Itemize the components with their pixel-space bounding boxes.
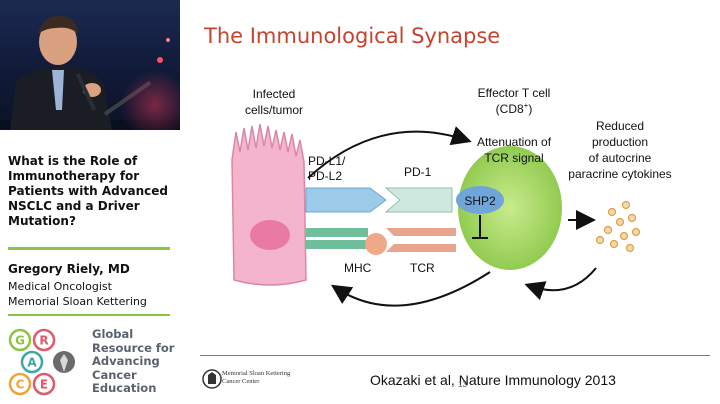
mhc-bar-1 <box>306 228 368 237</box>
lower-right-arrow <box>524 267 597 301</box>
citation: Okazaki et al, Nature Immunology 2013 <box>370 372 616 388</box>
grace-tagline-line: Advancing <box>92 354 160 368</box>
grace-letter-c: C <box>16 378 25 392</box>
label-shp2: SHP2 <box>464 194 496 208</box>
label-tcr-signal: TCR signal <box>484 151 543 165</box>
label-cd8: (CD8+) <box>496 101 533 116</box>
label-attenuation: Attenuation of <box>477 135 552 149</box>
antigen-peptide <box>365 233 387 255</box>
label-pdl1: PD-L1/ <box>308 154 346 168</box>
grace-tagline-line: Resource for <box>92 340 175 355</box>
msk-logo-line: Cancer Center <box>222 378 260 385</box>
grace-letter-e: E <box>40 378 48 392</box>
label-cd8-main: (CD8 <box>496 102 524 116</box>
label-cd8-sup: + <box>524 101 529 110</box>
grace-tagline-line: Cancer <box>92 367 137 382</box>
title-divider <box>8 247 170 250</box>
grace-tagline-line: Global <box>92 327 134 341</box>
label-cd8-close: ) <box>528 102 532 116</box>
label-effector: Effector T cell <box>478 86 551 100</box>
speaker-institution: Memorial Sloan Kettering <box>8 295 147 308</box>
speaker-name: Gregory Riely, MD <box>8 262 130 276</box>
mhc-bar-2 <box>306 240 368 249</box>
shp2-blob <box>456 186 504 214</box>
grace-logo: G R A C E <box>8 328 75 396</box>
talk-title: What is the Role of Immunotherapy for Pa… <box>8 154 168 228</box>
label-production: production <box>592 135 648 149</box>
pdl1-ligand <box>305 187 387 213</box>
presentation-slide: The Immunological Synapse SHP2 <box>180 0 720 404</box>
label-reduced: Reduced <box>596 119 644 133</box>
grace-letter-a: A <box>27 356 37 370</box>
bottom-curved-arrow <box>330 271 491 307</box>
label-mhc: MHC <box>344 261 372 275</box>
msk-logo-line: Memorial Sloan Kettering <box>222 370 291 377</box>
cytokine-dots <box>595 200 641 253</box>
label-tcr: TCR <box>410 261 435 275</box>
tcr-chain-1 <box>386 228 456 236</box>
msk-logo <box>202 369 222 389</box>
speaker-divider <box>8 314 170 316</box>
tcr-chain-2 <box>386 244 456 252</box>
immunological-synapse-diagram: SHP2 Infected cells/tumor Effector T cel <box>231 86 672 307</box>
grace-letter-r: R <box>39 334 48 348</box>
grace-letter-g: G <box>15 334 25 348</box>
left-panel: What is the Role of Immunotherapy for Pa… <box>0 0 181 404</box>
label-pd1: PD-1 <box>404 165 432 179</box>
speaker-role: Medical Oncologist <box>8 280 112 293</box>
grace-tagline: Global Resource for Advancing Cancer Edu… <box>92 327 175 396</box>
label-cells-tumor: cells/tumor <box>245 103 303 117</box>
label-paracrine: paracrine cytokines <box>568 167 671 181</box>
slide-footer-rule <box>200 355 710 356</box>
slide-title: The Immunological Synapse <box>204 24 501 48</box>
tumor-cell <box>231 123 307 286</box>
speaker-video-frame <box>0 15 180 130</box>
label-infected: Infected <box>253 87 296 101</box>
msk-logo-text: Memorial Sloan Kettering Cancer Center <box>222 370 290 386</box>
speaker-video <box>0 0 180 130</box>
label-autocrine: of autocrine <box>589 151 652 165</box>
pd1-receptor <box>384 187 453 213</box>
top-curved-arrow <box>307 126 472 179</box>
tumor-nucleus <box>250 220 290 250</box>
grace-tagline-line: Education <box>92 381 157 395</box>
inhibition-symbol <box>472 215 488 239</box>
slide-page-number: 13 <box>458 380 467 389</box>
label-pdl2: PD-L2 <box>308 169 342 183</box>
ribbon-icon <box>60 354 68 372</box>
